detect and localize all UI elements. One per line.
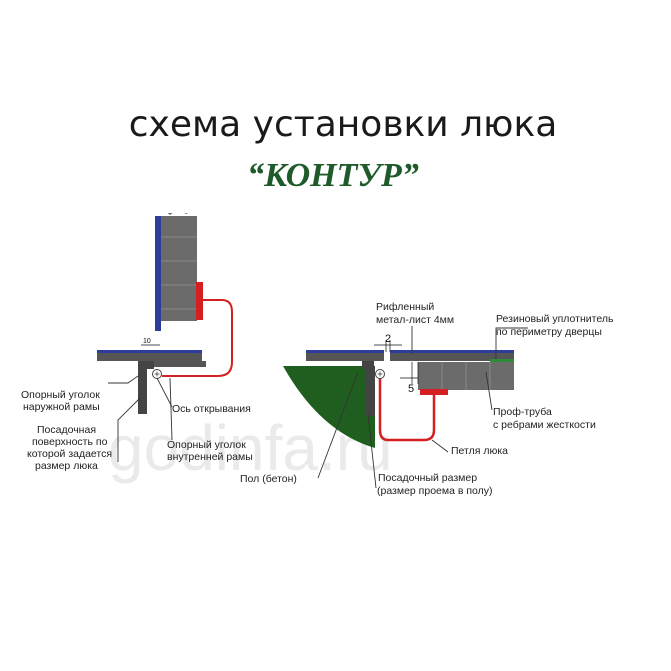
label-fit-size-2: (размер проема в полу) xyxy=(377,485,493,497)
label-inner-angle-2: внутренней рамы xyxy=(167,451,253,463)
left-outer-angle-leg xyxy=(138,369,147,414)
label-prof-pipe-2: с ребрами жесткости xyxy=(493,419,596,431)
left-cover-plate xyxy=(97,353,202,361)
label-seal-2: по периметру дверцы xyxy=(496,326,602,338)
diagram-subtitle: “КОНТУР” xyxy=(247,157,419,194)
right-floor-frame xyxy=(306,353,384,361)
right-dim-gap-side-label: 5 xyxy=(408,383,414,395)
label-prof-pipe-1: Проф-труба xyxy=(493,406,552,418)
right-dim-gap-top-label: 2 xyxy=(385,333,391,345)
left-hinge-bracket xyxy=(196,282,203,320)
label-seat-surface-2: поверхность по xyxy=(32,436,108,448)
right-detail: 2 5 Рифленный метал-лист 4мм Резиновый у… xyxy=(240,301,614,497)
label-sheet-2: метал-лист 4мм xyxy=(376,314,454,326)
left-wall-panel xyxy=(161,213,197,321)
label-pivot-axis: Ось открывания xyxy=(172,403,251,415)
left-cover-plate-blue xyxy=(97,350,202,353)
diagram-title: схема установки люка xyxy=(129,104,558,145)
right-frame-angle-leg xyxy=(366,366,375,416)
right-hinge-arm xyxy=(378,378,436,442)
right-rubber-seal xyxy=(490,359,514,362)
label-hinge: Петля люка xyxy=(451,445,508,457)
left-outer-angle-top xyxy=(138,361,154,369)
right-hinge-bracket xyxy=(420,389,448,395)
left-inner-angle xyxy=(154,361,206,367)
label-inner-angle-1: Опорный уголок xyxy=(167,439,246,451)
right-frame-angle-top xyxy=(362,361,374,369)
left-hinge-arm xyxy=(162,299,233,377)
label-sheet-1: Рифленный xyxy=(376,301,434,313)
left-detail: 10 Опорный уголок наружной рамы Посадочн… xyxy=(21,208,253,472)
right-lid-sheet-blue xyxy=(390,350,514,353)
right-concrete-floor xyxy=(283,366,375,448)
label-seat-surface-1: Посадочная xyxy=(37,424,96,436)
label-seat-surface-3: которой задается xyxy=(27,448,112,460)
label-fit-size-1: Посадочный размер xyxy=(378,472,477,484)
left-dim-gap-label: 10 xyxy=(143,338,151,345)
label-seal-1: Резиновый уплотнитель xyxy=(496,313,614,325)
right-lid-sheet xyxy=(390,353,514,361)
left-wall-finish-layer xyxy=(155,213,161,331)
right-floor-frame-blue xyxy=(306,350,384,353)
label-outer-angle-1: Опорный уголок xyxy=(21,389,100,401)
label-seat-surface-4: размер люка xyxy=(35,460,98,472)
label-outer-angle-2: наружной рамы xyxy=(23,401,100,413)
label-floor: Пол (бетон) xyxy=(240,473,297,485)
